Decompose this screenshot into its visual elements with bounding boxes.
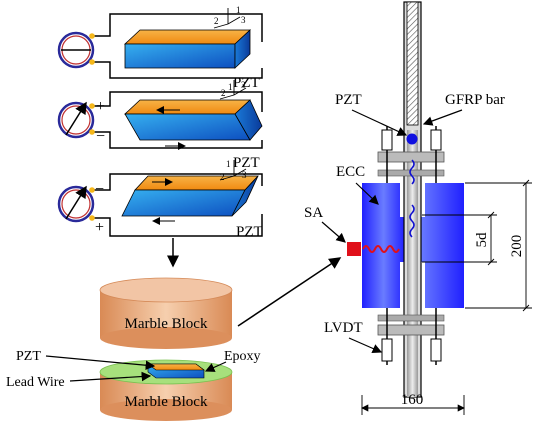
lvdt-top (377, 126, 445, 183)
dim-height (465, 179, 532, 312)
pzt-element (123, 99, 263, 141)
polarity-minus: − (96, 128, 105, 145)
axis-label: 1 (228, 82, 233, 92)
axes-icon (219, 160, 247, 181)
polarity-plus: + (95, 219, 104, 236)
marble-label: Marble Block (125, 394, 208, 410)
axis-label: 1 (226, 159, 231, 169)
connection-arrow (237, 257, 342, 327)
marble-label: Marble Block (125, 316, 208, 332)
axis-label: 2 (220, 172, 225, 182)
lvdt-label: LVDT (324, 320, 363, 336)
stress-wave-icon (409, 204, 415, 238)
axis-label: 3 (241, 80, 246, 90)
dim-embed-label: 5d (474, 232, 490, 248)
dim-width (361, 395, 465, 415)
stress-wave-icon (409, 159, 415, 185)
pzt-element (123, 29, 252, 69)
pzt-element (121, 175, 259, 217)
pzt-layer-label: PZT (16, 349, 41, 364)
axis-label: 3 (242, 170, 247, 180)
epoxy-label: Epoxy (224, 349, 261, 364)
pullout-specimen: PZT GFRP bar ECC SA LVDT 5d 200 (304, 1, 532, 415)
voltmeter-icon (57, 185, 95, 223)
lvdt-bottom (377, 308, 445, 365)
pzt-sensor-dot (406, 133, 418, 145)
pzt-label: PZT (236, 224, 263, 240)
sa-sensor (347, 242, 361, 256)
wire (92, 13, 263, 42)
axis-label: 1 (236, 5, 241, 15)
ecc-block-left (362, 183, 405, 308)
axis-label: 2 (214, 16, 219, 26)
lead-wire-label: Lead Wire (6, 375, 65, 390)
axes-icon (213, 8, 241, 29)
stress-wave-icon (362, 245, 400, 253)
axis-label: 3 (241, 15, 246, 25)
gfrp-bar (403, 1, 422, 398)
pzt-mode-shear-1: + − 1 2 3 PZT (57, 80, 263, 171)
dim-embed (422, 211, 497, 266)
axis-label: 2 (221, 88, 226, 98)
ecc-label: ECC (336, 164, 365, 180)
pzt-right-label: PZT (335, 92, 362, 108)
axes-icon (219, 80, 247, 100)
gfrp-label: GFRP bar (445, 92, 505, 108)
voltmeter-icon (57, 31, 95, 69)
dim-width-label: 160 (401, 392, 424, 408)
polarity-minus: − (95, 181, 104, 198)
pzt-mode-shear-2: − + 1 2 3 PZT (57, 159, 263, 240)
marble-block-top: Marble Block (99, 277, 233, 349)
pzt-label: PZT (233, 155, 260, 171)
polarity-plus: + (96, 98, 105, 115)
pzt-label: PZT (233, 75, 260, 91)
pzt-mode-rest: 1 2 3 PZT (57, 5, 263, 91)
marble-assembly: Marble Block Marble Block PZT Lead Wire … (6, 277, 261, 421)
sa-label: SA (304, 205, 323, 221)
wire (92, 61, 263, 79)
marble-block-bottom: Marble Block (99, 359, 233, 421)
ecc-block-right (420, 183, 464, 308)
dim-height-label: 200 (509, 235, 525, 258)
voltmeter-icon (57, 101, 95, 139)
